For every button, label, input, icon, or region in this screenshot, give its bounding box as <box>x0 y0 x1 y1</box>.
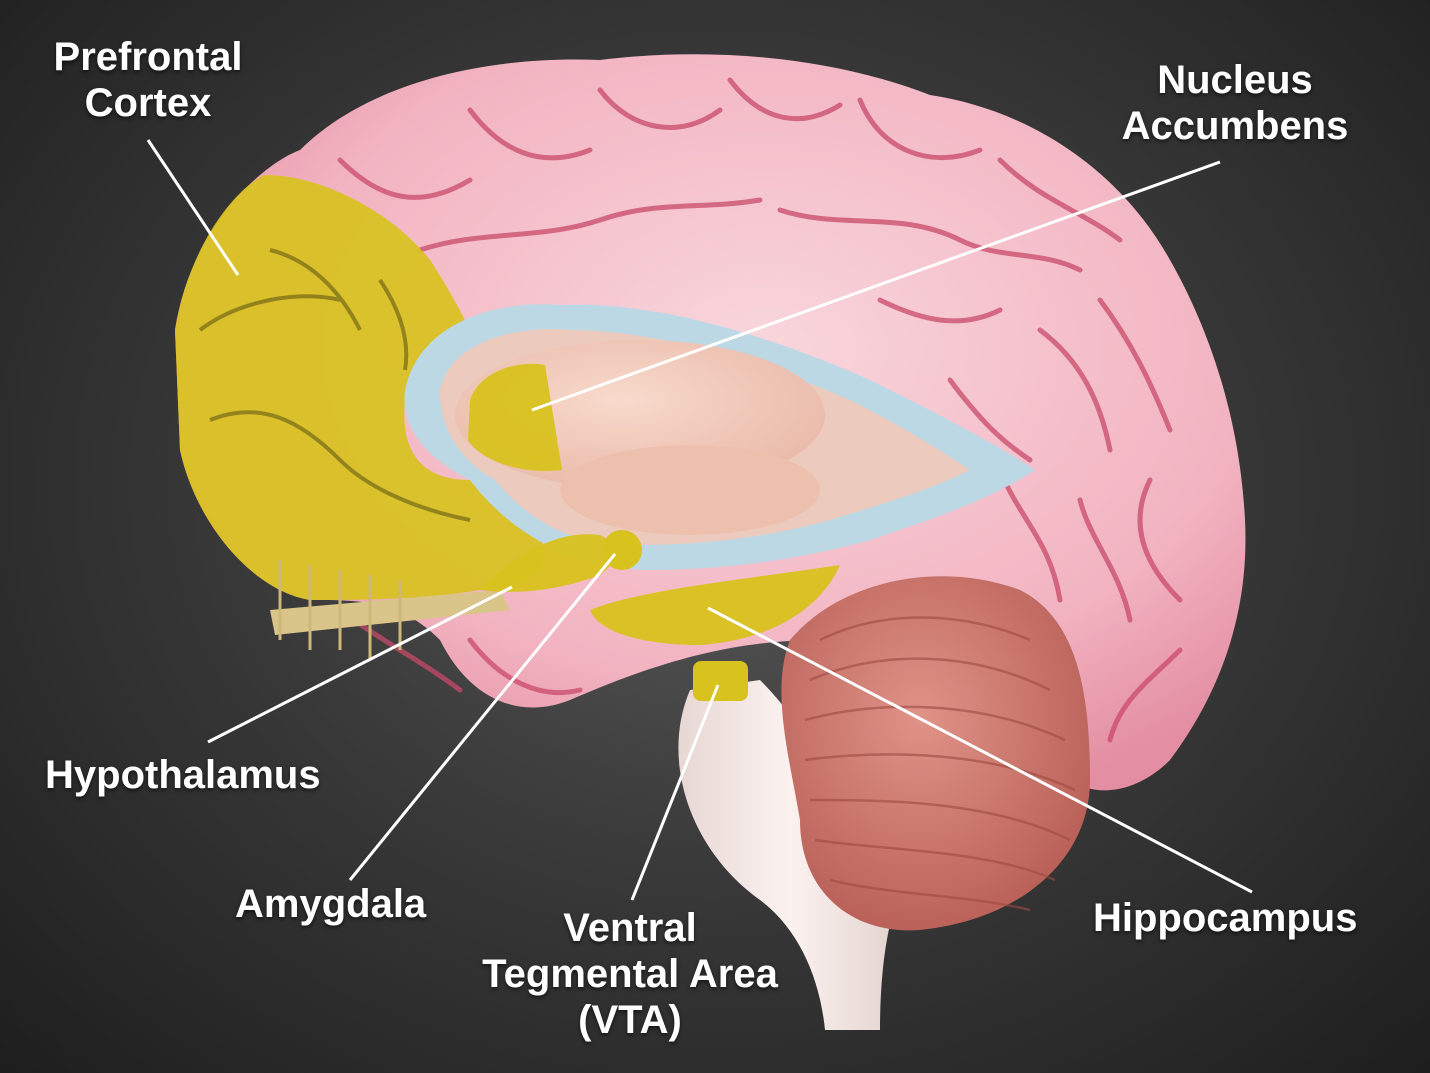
sulci-lines <box>337 77 1183 743</box>
hypothalamus-highlight <box>480 534 615 592</box>
label-line: Accumbens <box>1121 104 1349 148</box>
label-nucleus-accumbens: Nucleus Accumbens <box>1100 57 1370 149</box>
thalamus-lower <box>560 445 820 535</box>
label-hippocampus: Hippocampus <box>1093 895 1357 941</box>
leader-nucleus-accumbens <box>531 160 1221 412</box>
label-line: Nucleus <box>1157 58 1313 102</box>
cerebellum-folia <box>804 616 1076 912</box>
olfactory-tract <box>270 590 510 635</box>
brainstem-shape <box>678 680 900 1030</box>
label-line: Prefrontal <box>53 35 243 79</box>
label-line: Amygdala <box>235 882 427 926</box>
prefrontal-cortex-highlight <box>175 175 545 600</box>
cerebellum <box>781 576 1090 931</box>
prefrontal-sulci <box>198 248 471 522</box>
olfactory-fibers <box>278 560 402 660</box>
leader-amygdala <box>348 553 617 881</box>
vta-highlight <box>693 661 748 701</box>
label-amygdala: Amygdala <box>235 881 426 927</box>
label-prefrontal-cortex: Prefrontal Cortex <box>28 34 268 126</box>
label-ventral-tegmental-area: Ventral Tegmental Area (VTA) <box>445 905 815 1043</box>
leader-hippocampus <box>707 606 1253 894</box>
leader-lines <box>146 139 1253 901</box>
leader-vta <box>630 684 720 901</box>
leader-prefrontal <box>146 139 240 276</box>
label-line: Hippocampus <box>1093 896 1358 940</box>
label-line: Cortex <box>84 81 212 125</box>
hippocampus-highlight <box>590 565 840 645</box>
label-line: Ventral <box>563 906 697 950</box>
label-hypothalamus: Hypothalamus <box>45 752 321 798</box>
label-line: Hypothalamus <box>45 753 321 797</box>
leader-hypothalamus <box>207 585 513 744</box>
nucleus-accumbens-highlight <box>468 363 562 471</box>
label-line: (VTA) <box>578 998 682 1042</box>
label-line: Tegmental Area <box>482 952 778 996</box>
